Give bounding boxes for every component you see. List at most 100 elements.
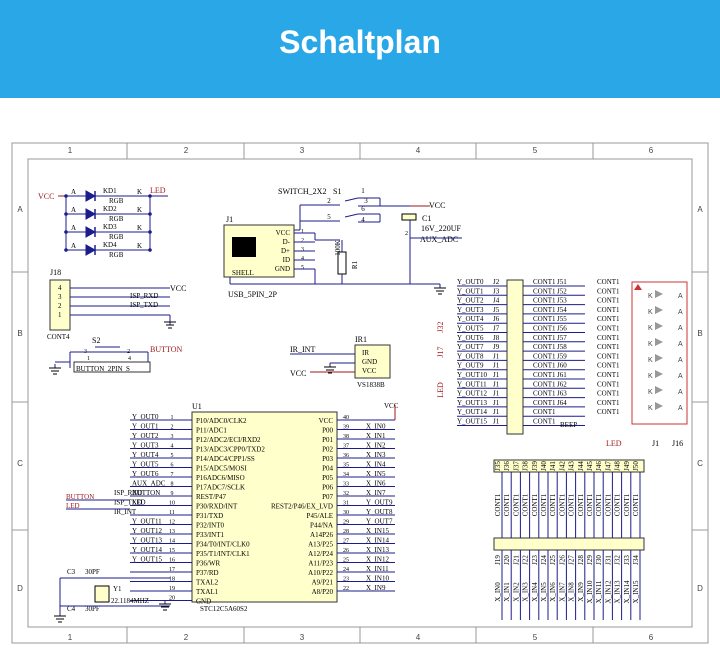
yout-jright: J53 (557, 297, 567, 305)
led-array-icon (655, 386, 663, 394)
usb-pin-label: GND (275, 265, 290, 273)
yout-jref: J3 (493, 287, 500, 295)
yout-cont: CONT1 (533, 325, 556, 333)
mcu-left-num: 17 (169, 567, 175, 573)
mcu-left-num: 11 (169, 510, 175, 516)
ir-pin-label: GND (362, 358, 377, 366)
frame-col-label: 1 (68, 146, 73, 155)
yout-cont: CONT1 (533, 278, 556, 286)
yout-jright: J61 (557, 371, 567, 379)
j18-pin: 3 (58, 293, 62, 301)
frame-row-label: B (697, 329, 702, 338)
yout-jright: J58 (557, 343, 567, 351)
xin-net: X_IN0 (494, 582, 502, 602)
xin-top-ref: J43 (568, 461, 576, 471)
xin-top-ref: J38 (522, 461, 530, 471)
xin-cont: CONT1 (494, 493, 502, 516)
mcu-right-net: X_IN0 (366, 423, 386, 431)
right-cont: CONT1 (597, 371, 620, 379)
xin-net: X_IN4 (531, 582, 539, 602)
xin-top-ref: J50 (632, 461, 640, 471)
right-cont: CONT1 (597, 315, 620, 323)
mcu-name: STC12C5A60S2 (200, 605, 248, 613)
mcu-left-pin: P34/T0/INT/CLK0 (196, 541, 250, 549)
ledarray-label: LED (606, 439, 622, 448)
mcu-right-net: X_IN15 (366, 527, 389, 535)
yout-cont: CONT1 (533, 315, 556, 323)
junction-dot (64, 248, 68, 252)
xin-top-ref: J46 (595, 461, 603, 471)
yout-beep: BEEP (560, 421, 577, 429)
yout-jref: J1 (493, 408, 500, 416)
switch-pin: 2 (327, 197, 331, 205)
mcu-right-pin: A8/P20 (312, 588, 334, 596)
mcu-right-pin: REST2/P46/EX_LVD (271, 503, 333, 511)
mcu-right-pin: P00 (322, 427, 333, 435)
frame-col-label: 1 (68, 633, 73, 642)
xin-top-ref: J44 (577, 461, 585, 471)
xin-top-ref: J36 (503, 461, 511, 471)
mcu-left-net: Y_OUT2 (132, 432, 159, 440)
frame-col-label: 2 (184, 146, 189, 155)
xin-bottom-ref: J30 (595, 555, 603, 565)
cap-pin: 2 (405, 231, 408, 237)
mcu-right-net: Y_OUT8 (366, 508, 393, 516)
crystal-cval: 30PF (85, 568, 100, 576)
junction-dot (64, 194, 68, 198)
mcu-left-pin: P33/INT1 (196, 531, 225, 539)
mcu-right-num: 29 (343, 520, 349, 526)
switch-ref: S1 (333, 187, 341, 196)
led-net-label: LED (150, 186, 166, 195)
yout-net: Y_OUT4 (457, 315, 484, 323)
j18-connector (49, 279, 71, 331)
xin-net: X_IN8 (568, 582, 576, 602)
mcu-right-net: X_IN6 (366, 480, 386, 488)
usb-icon (232, 237, 256, 257)
mcu-right-pin: A10/P22 (308, 569, 333, 577)
led-k: K (648, 325, 653, 332)
xin-cont: CONT1 (586, 493, 594, 516)
mcu-right-pin: P05 (322, 474, 333, 482)
mcu-left-pin: REST/P47 (196, 493, 226, 501)
title-banner: Schaltplan (0, 0, 720, 98)
led-a: A (678, 389, 683, 396)
mcu-right-pin: A9/P21 (312, 579, 334, 587)
switch-lever (344, 197, 359, 202)
led-cathode-label: K (137, 188, 142, 196)
mcu-left-net: Y_OUT5 (132, 461, 159, 469)
mcu-right-num: 40 (343, 415, 349, 421)
yout-jref: J1 (493, 418, 500, 426)
ledarray-j1: J1 (652, 439, 659, 448)
yout-jref: J1 (493, 390, 500, 398)
yout-jref: J1 (493, 352, 500, 360)
led-k: K (648, 405, 653, 412)
xin-top-ref: J41 (549, 461, 557, 471)
frame-row-label: A (17, 205, 23, 214)
mcu-left-net: AUX_ADC (132, 480, 166, 488)
xin-bottom-ref: J25 (549, 555, 557, 565)
mcu-ref: U1 (192, 402, 202, 411)
j18-pin: 2 (58, 302, 62, 310)
button-body (73, 361, 151, 373)
mcu-left-net: Y_OUT15 (132, 556, 162, 564)
usb-pin-num: 2 (301, 238, 304, 244)
xin-net: X_IN11 (595, 580, 603, 603)
xin-net: X_IN9 (577, 582, 585, 602)
led-a: A (678, 373, 683, 380)
mcu-left-num: 13 (169, 529, 175, 535)
yout-cont: CONT1 (533, 287, 556, 295)
led-a: A (678, 309, 683, 316)
yout-cont: CONT1 (533, 306, 556, 314)
yout-jref: J1 (493, 399, 500, 407)
xin-bottom-ref: J23 (531, 555, 539, 565)
led-ref: KD1 (103, 187, 117, 195)
yout-cont: CONT1 (533, 343, 556, 351)
mcu-left-num: 18 (169, 577, 175, 583)
mcu-left-pin: P12/ADC2/ECI/RXD2 (196, 436, 261, 444)
mcu-left-num: 20 (169, 596, 175, 602)
led-a: A (678, 325, 683, 332)
mcu-right-net: X_IN1 (366, 432, 386, 440)
crystal-value: 22.1184MHZ (111, 597, 149, 605)
mcu-left-pin: P13/ADC3/CPP0/TXD2 (196, 446, 265, 454)
mcu-right-num: 26 (343, 548, 349, 554)
